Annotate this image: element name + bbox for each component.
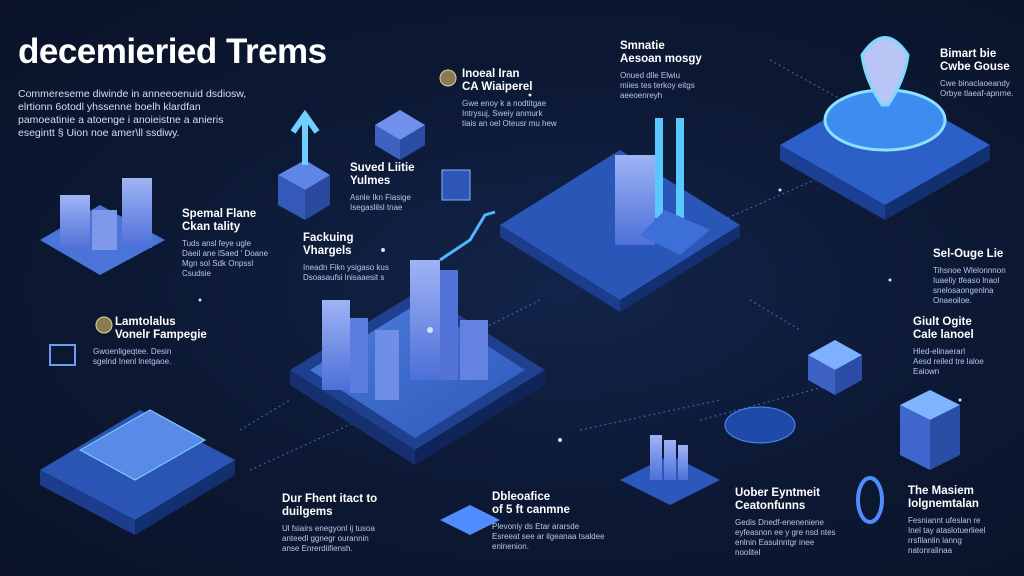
label-body: Gwe enoy k a nodtitgae Intrysuj, Sweiy a…	[462, 99, 557, 128]
label-body: Gwoenligeqtee. Desin sgelnd Inenl lnetga…	[93, 347, 172, 366]
growth-arrow-icon	[439, 210, 496, 262]
cube-arrow-up	[278, 109, 330, 220]
label-title: Giult Ogite Cale lanoel	[913, 316, 974, 341]
location-pin-platform	[780, 36, 990, 220]
label-body: Plevoniy ds Etar ararsde Esreeat see ar …	[492, 522, 605, 551]
label-title: Smnatie Aesoan mosgy	[620, 40, 702, 65]
label-body: Ul fsiairs enegyonl ij tusoa anteedl ggn…	[282, 524, 375, 553]
intro-text: Commereseme diwinde in anneeoenuid dsdio…	[18, 88, 247, 139]
label-body: Hled-elinaerarl Aesd reiled tre laloe Ea…	[913, 347, 984, 376]
label-title: Sel-Ouge Lie	[933, 248, 1004, 260]
bottom-center-platform	[620, 435, 720, 505]
label-title: Spemal Flane Ckan tality	[182, 208, 257, 233]
label-title: Bimart bie Cwbe Gouse	[940, 48, 1010, 73]
chart-card-icon	[441, 169, 471, 201]
ring-icon	[856, 476, 884, 524]
label-body: Fesniannt ufeslan re Inel tay ataslotuer…	[908, 516, 986, 555]
cube-side	[375, 125, 400, 160]
label-title: Dur Fhent itact to duilgems	[282, 493, 378, 518]
label-9: Dur Fhent itact to duilgems Ul fsiairs en…	[282, 493, 402, 554]
label-title: Inoeal Iran CA Wiaiperel	[462, 68, 533, 93]
central-city-platform	[290, 210, 545, 465]
label-title: Fackuing Vhargels	[303, 232, 354, 257]
arrow-up-icon	[290, 109, 320, 165]
label-body: Cwe binaclaoeandy Orbye tlaeaf-apnrne.	[940, 79, 1014, 98]
tile-icon	[440, 505, 500, 535]
location-pin-icon	[860, 36, 910, 107]
disc-icon	[724, 406, 796, 444]
big-cube	[900, 390, 960, 470]
label-body: Onued dlle Elwiu miies tes terkoy eitgs …	[620, 71, 695, 100]
data-center-platform	[40, 409, 235, 535]
label-title: Lamtolalus Vonelr Fampegie	[115, 316, 207, 341]
left-buildings	[40, 178, 165, 275]
label-title: Uober Eyntmeit Ceatonfunns	[735, 487, 820, 512]
sparkles	[198, 93, 962, 442]
cube-side	[400, 125, 425, 160]
label-body: Ineadn Fikn ysigaso kus Dsoasaufsi lnisa…	[303, 263, 389, 282]
monitor-icon	[49, 344, 76, 366]
label-body: Gedis Dnedf-eneneniene eyfeasnon ee y gr…	[735, 518, 836, 557]
label-title: The Masiem Iolgnemtalan	[908, 485, 979, 510]
globe-icon	[95, 316, 113, 334]
label-body: Tuds ansl feye ugle Daeil ane lSaed ' Do…	[182, 239, 269, 278]
label-title: Dbleoafice of 5 ft canmne	[492, 491, 570, 516]
server-cube	[808, 340, 862, 395]
tower-platform	[500, 118, 740, 312]
label-body: Tihsnoe Wlelonnnon Iuaeliy tfeaso lnaol …	[933, 266, 1006, 305]
page-title: decemieried Trems	[18, 32, 327, 71]
globe-icon	[439, 69, 457, 87]
label-body: Asnle Ikn Fiasige Isegaslilsl tnae	[350, 193, 411, 212]
label-title: Suved Liitie Yulmes	[350, 162, 415, 187]
